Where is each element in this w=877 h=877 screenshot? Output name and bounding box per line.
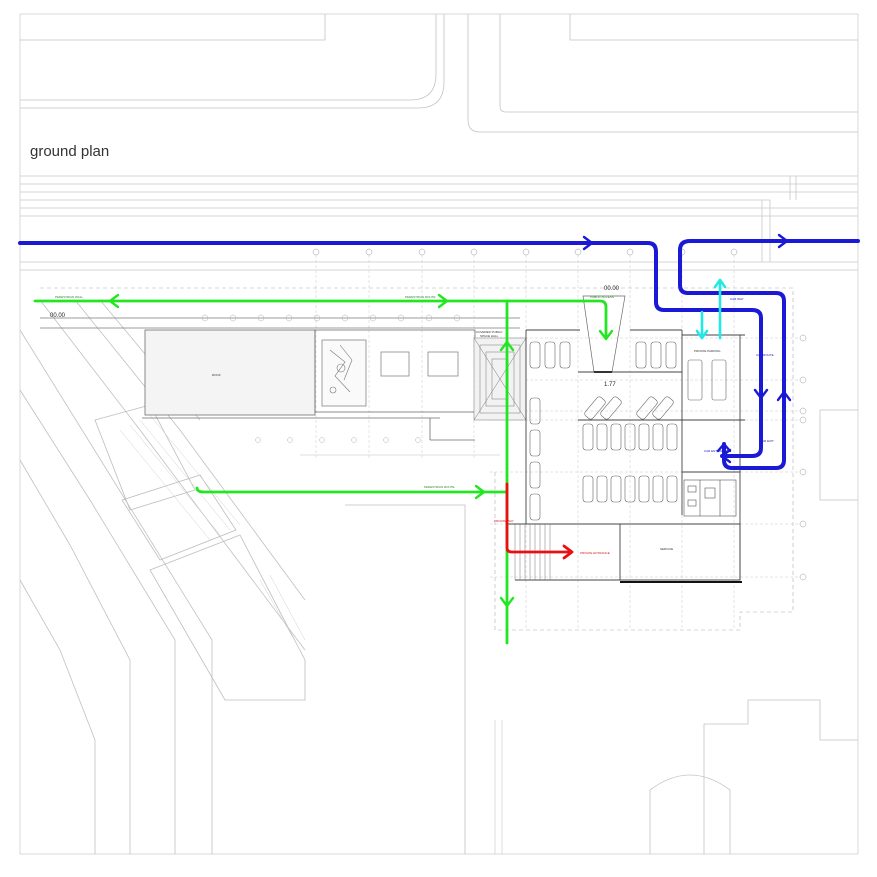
svg-text:PRIVATE ENTRANCE: PRIVATE ENTRANCE bbox=[580, 551, 610, 555]
trees-below bbox=[255, 437, 421, 443]
pedestrian-routes bbox=[33, 299, 608, 645]
svg-text:CAR ROUTE: CAR ROUTE bbox=[756, 353, 774, 357]
plan-title: ground plan bbox=[30, 143, 110, 160]
diagonal-hatching bbox=[119, 414, 306, 651]
pedestrian-chevrons bbox=[108, 293, 614, 608]
private-route bbox=[505, 482, 574, 560]
svg-text:ROOF: ROOF bbox=[212, 373, 221, 377]
level-marker-3: 1.77 bbox=[604, 382, 616, 388]
wc-core bbox=[683, 479, 737, 517]
level-label: 00.00 bbox=[604, 286, 620, 292]
diagonal-blocks bbox=[94, 404, 306, 701]
svg-text:PEDESTRIAN ROUTE: PEDESTRIAN ROUTE bbox=[405, 295, 436, 299]
level-label: 00.00 bbox=[50, 313, 66, 319]
svg-text:PEDESTRIAN WALL: PEDESTRIAN WALL bbox=[55, 295, 83, 299]
svg-text:PRIVATE PARKING: PRIVATE PARKING bbox=[694, 349, 721, 353]
svg-text:CAR WAY: CAR WAY bbox=[730, 297, 744, 301]
car-ramp bbox=[582, 295, 626, 373]
svg-text:SERVICE: SERVICE bbox=[660, 547, 673, 551]
road-lines bbox=[20, 175, 858, 271]
site-boundary bbox=[40, 287, 794, 631]
drawing-labels: PEDESTRIAN WALL PEDESTRIAN ROUTE PEDESTR… bbox=[55, 295, 774, 555]
svg-text:PEDESTRIAN ROUTE: PEDESTRIAN ROUTE bbox=[424, 485, 455, 489]
svg-text:SPACE HALL: SPACE HALL bbox=[480, 334, 499, 338]
svg-text:COVERED PUBLIC: COVERED PUBLIC bbox=[476, 330, 503, 334]
parking-building bbox=[508, 329, 745, 581]
diagonal-roads bbox=[19, 299, 306, 854]
level-label: 1.77 bbox=[604, 382, 616, 388]
block-bottom-centre-inner bbox=[494, 720, 503, 854]
svg-text:PUBLIC ACCESS: PUBLIC ACCESS bbox=[590, 295, 614, 299]
stair-pyramid bbox=[473, 337, 527, 421]
promenade-trees bbox=[201, 314, 461, 322]
drawing-frame bbox=[19, 13, 859, 855]
playground-icons bbox=[329, 344, 353, 394]
svg-text:CAR EXIT: CAR EXIT bbox=[760, 439, 774, 443]
vehicle-chevrons bbox=[582, 233, 792, 464]
promenade bbox=[40, 317, 520, 329]
covered-public-space bbox=[142, 329, 476, 441]
block-bottom-centre bbox=[345, 504, 466, 854]
level-marker-2: 00.00 bbox=[604, 286, 620, 292]
context-blocks-top bbox=[20, 14, 858, 133]
parking-cars bbox=[529, 341, 727, 521]
service-routes bbox=[695, 278, 727, 340]
context-blocks-bottom-right bbox=[649, 409, 858, 854]
svg-text:CAR ENTRANCE: CAR ENTRANCE bbox=[704, 449, 728, 453]
level-marker-1: 00.00 bbox=[50, 313, 66, 319]
svg-text:PRIVATE WAY: PRIVATE WAY bbox=[494, 519, 514, 523]
vehicle-routes bbox=[18, 239, 860, 470]
